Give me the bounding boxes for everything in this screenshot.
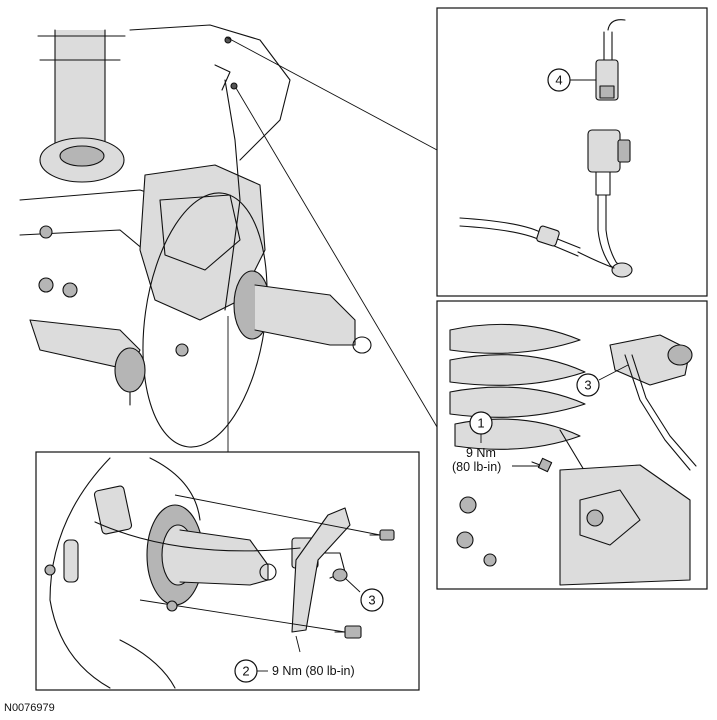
spindle bbox=[254, 284, 356, 346]
sensor-harness-routing bbox=[624, 354, 691, 471]
brake-shield-detail bbox=[49, 457, 111, 689]
knuckle-lower bbox=[559, 464, 691, 586]
callout-1-label: 1 bbox=[477, 416, 484, 431]
torque-spec-1-lbin: (80 lb-in) bbox=[452, 460, 501, 474]
callout-3-bottom bbox=[360, 588, 384, 612]
torque-spec-1-nm: 9 Nm bbox=[466, 446, 496, 460]
spindle-detail bbox=[179, 529, 269, 586]
callout-4-label: 4 bbox=[555, 73, 562, 88]
strut-tube bbox=[54, 29, 106, 151]
sensor-harness bbox=[224, 79, 241, 311]
detail-panel-harness-routing: 1 9 Nm (80 lb-in) 3 bbox=[436, 300, 708, 590]
upper-bolt bbox=[369, 529, 395, 541]
detail-panel-hub-sensor: 3 2 9 Nm (80 lb-in) bbox=[35, 451, 420, 691]
callout-2-label: 2 bbox=[242, 664, 249, 679]
upper-bracket bbox=[609, 334, 691, 386]
shield-grommet bbox=[63, 539, 79, 583]
sensor-bracket bbox=[291, 507, 351, 633]
sensor-wire-detail bbox=[94, 521, 301, 552]
callout-3-right-label: 3 bbox=[584, 378, 591, 393]
detail-panel-connector: 4 bbox=[436, 7, 708, 297]
callout-4 bbox=[547, 68, 571, 92]
figure-id: N0076979 bbox=[4, 702, 55, 714]
main-assembly-view bbox=[19, 24, 372, 448]
harness-connector bbox=[587, 129, 621, 173]
callout-3-right bbox=[576, 373, 600, 397]
lower-bolt bbox=[334, 625, 362, 639]
detail-leader-lines bbox=[225, 36, 441, 452]
coil-spring bbox=[449, 323, 586, 450]
callout-3-bottom-label: 3 bbox=[368, 593, 375, 608]
torque-spec-2: 9 Nm (80 lb-in) bbox=[272, 664, 355, 678]
